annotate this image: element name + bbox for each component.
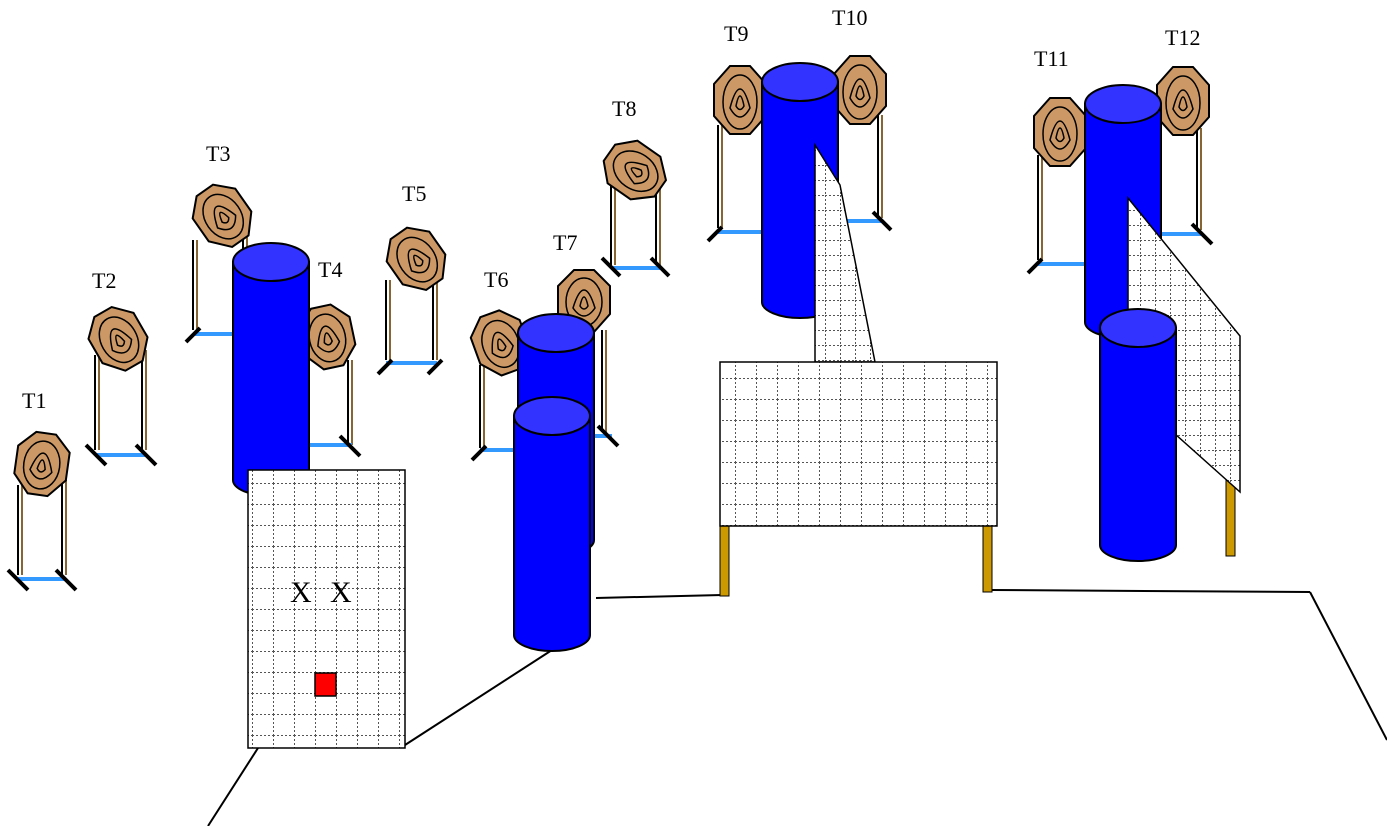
target-label: T12 xyxy=(1165,25,1200,50)
barrel xyxy=(232,242,310,497)
target-t8: T8 xyxy=(600,96,671,278)
target-stand xyxy=(470,365,520,462)
target-label: T1 xyxy=(22,388,46,413)
target-label: T7 xyxy=(553,230,577,255)
barrel xyxy=(1099,308,1177,562)
barrel xyxy=(513,396,591,652)
angled-wall-center xyxy=(814,142,876,366)
start-mark: X xyxy=(330,576,352,609)
target-label: T9 xyxy=(724,21,748,46)
target-stand xyxy=(1026,155,1086,275)
target-label: T6 xyxy=(484,267,508,292)
target-t1: T1 xyxy=(6,388,78,592)
start-mark: X xyxy=(290,576,312,609)
target-face xyxy=(1033,97,1087,167)
target-face xyxy=(13,430,71,498)
target-label: T10 xyxy=(832,5,867,30)
target-stand xyxy=(590,330,620,448)
target-face xyxy=(87,305,149,372)
target-t2: T2 xyxy=(84,268,158,467)
target-stand xyxy=(6,480,78,592)
target-stand xyxy=(376,280,444,376)
target-label: T8 xyxy=(612,96,636,121)
target-stand xyxy=(600,185,671,278)
target-label: T3 xyxy=(206,141,230,166)
target-label: T5 xyxy=(402,181,426,206)
target-stand xyxy=(84,350,158,467)
target-face xyxy=(602,139,668,201)
target-t10: T10 xyxy=(832,5,893,232)
target-label: T4 xyxy=(318,257,342,282)
target-t12: T12 xyxy=(1156,25,1214,246)
target-face xyxy=(713,65,767,135)
target-face xyxy=(833,55,887,125)
target-label: T2 xyxy=(92,268,116,293)
target-t9: T9 xyxy=(706,21,767,243)
target-label: T11 xyxy=(1034,46,1069,71)
target-face xyxy=(385,226,447,292)
target-t11: T11 xyxy=(1026,46,1087,275)
target-face xyxy=(191,183,253,249)
start-area: X X xyxy=(247,469,406,749)
target-t6: T6 xyxy=(469,267,531,462)
target-t5: T5 xyxy=(376,181,447,376)
stage-boundary xyxy=(207,589,1387,826)
target-stand xyxy=(706,125,765,243)
target-face xyxy=(1156,66,1210,136)
start-position-marker xyxy=(314,672,337,697)
target-stand xyxy=(1160,128,1214,246)
wall-center xyxy=(719,361,998,597)
